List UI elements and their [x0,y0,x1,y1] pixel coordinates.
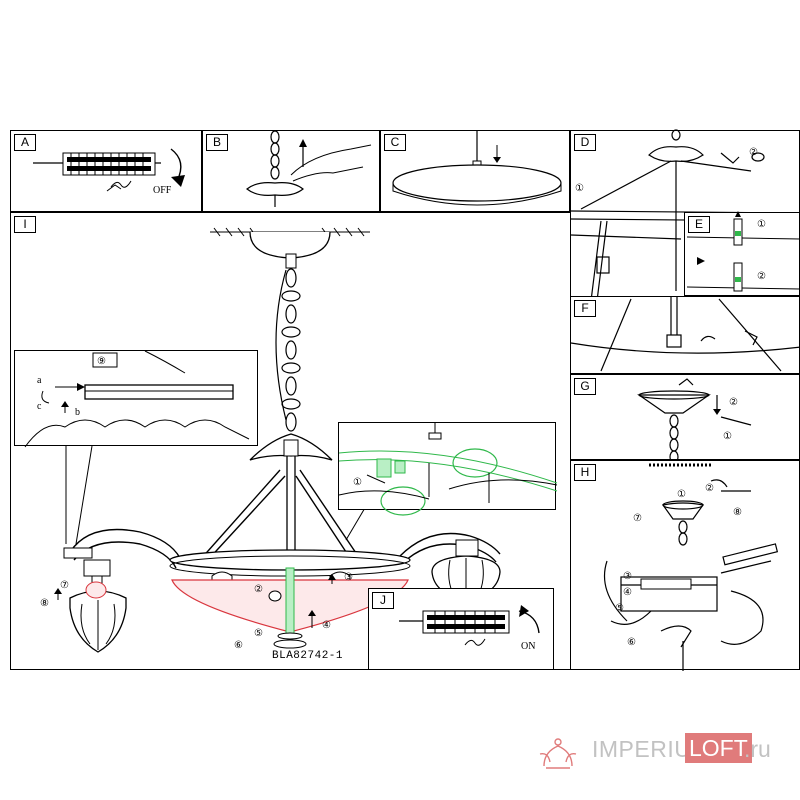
wiring-drawing: ① ② ③ ④ ⑤ ⑥ ⑦ ⑧ [603,463,779,671]
panel-f-label: F [574,300,596,317]
main-step-7: ⑦ [60,580,69,591]
model-number: BLA82742-1 [272,650,344,662]
main-step-4: ④ [322,620,331,631]
panel-f: F [570,296,800,374]
panel-g-step-2: ② [729,397,738,408]
panel-h-step-3: ③ [623,571,632,582]
panel-h-step-5: ⑤ [615,603,624,614]
panel-b-label: B [206,134,228,151]
main-step-5: ⑤ [254,628,263,639]
rod-connect-drawing: ① ② [686,211,800,292]
panel-h: H ① ② ③ [570,460,800,671]
main-step-8: ⑧ [40,598,49,609]
switch-off-drawing: OFF [33,148,185,196]
green-detail-drawing: ① [338,423,558,516]
divider-line [10,669,570,670]
watermark-part3: .ru [744,736,771,762]
panel-j: J ON [368,588,554,670]
panel-h-step-2: ② [705,483,714,494]
panel-h-step-4: ④ [623,587,632,598]
panel-h-step-7: ⑦ [633,513,642,524]
screw-tighten-drawing [570,297,800,372]
panel-c-label: C [384,134,406,151]
panel-g-label: G [574,378,596,395]
inset-9-c: c [37,401,42,412]
panel-b: B [202,130,380,212]
switch-on-drawing: ON [399,605,540,652]
panel-e-label: E [688,216,710,233]
bulb-holder-drawing: ⑨ a b c [24,350,250,448]
inset-9-b: b [75,407,80,418]
panel-g: G ② ① [570,374,800,464]
main-step-2: ② [254,584,263,595]
panel-d-label: D [574,134,596,151]
panel-g-step-1: ① [723,431,732,442]
inset-9-label: ⑨ [97,356,106,367]
watermark: IMPERIUM LOFT .ru [534,733,794,774]
panel-e-step-1: ① [757,219,766,230]
panel-i-label: I [14,216,36,233]
inset-9: ⑨ a b c [14,350,258,448]
panel-h-step-8: ⑧ [733,507,742,518]
panel-e: E ① ② [684,211,800,296]
main-step-6: ⑥ [234,640,243,651]
panel-h-label: H [574,464,596,481]
panel-a: A OFF [10,130,202,212]
panel-a-label: A [14,134,36,151]
ceiling-mount-drawing: ② ① [637,378,752,464]
detail-1-step: ① [353,477,362,488]
watermark-part2: LOFT [685,733,752,763]
main-step-3: ③ [344,572,353,583]
panel-d-step-2: ② [749,147,758,158]
crown-logo-icon [539,738,577,769]
canopy-lift-drawing [246,130,372,207]
panel-d-step-1: ① [575,183,584,194]
inset-9-a: a [37,375,42,386]
canopy-plate-drawing [392,131,562,206]
detail-1: ① [338,422,558,516]
off-label: OFF [153,185,172,196]
panel-c: C [380,130,570,212]
panel-h-step-6: ⑥ [627,637,636,648]
panel-e-step-2: ② [757,271,766,282]
on-label: ON [521,641,535,652]
panel-h-step-1: ① [677,489,686,500]
panel-j-label: J [372,592,394,609]
